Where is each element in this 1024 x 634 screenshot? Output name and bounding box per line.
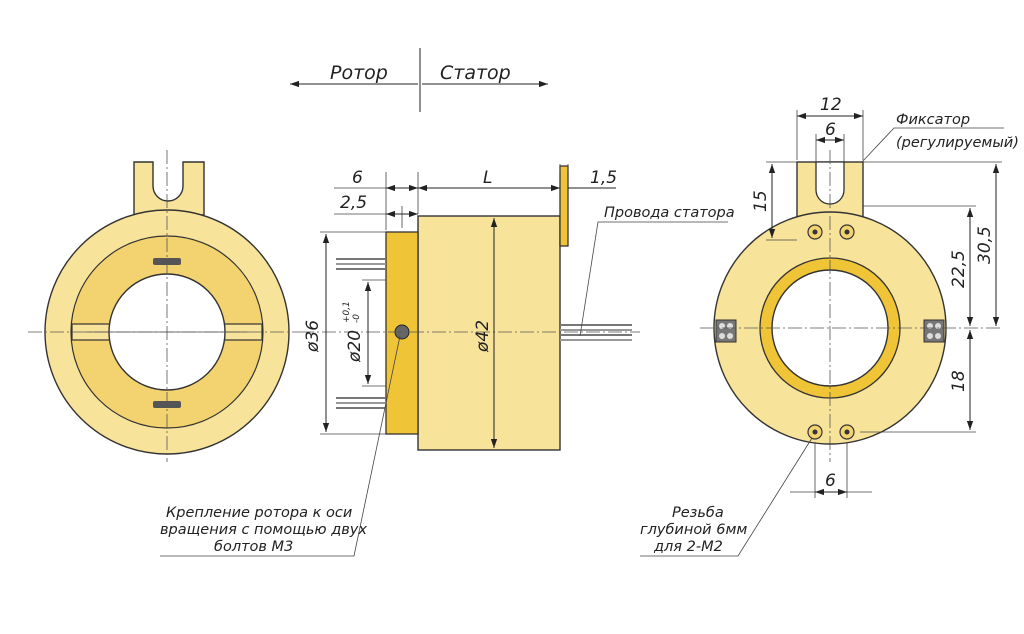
rotor-mount-line3: болтов М3 bbox=[214, 539, 293, 555]
thread-label-line3: для 2-М2 bbox=[653, 539, 723, 555]
dim-42-label: ø42 bbox=[473, 320, 493, 353]
stator-wires bbox=[560, 324, 632, 341]
fixator-label-line2: (регулируемый) bbox=[896, 135, 1019, 151]
dim-1-5-label: 1,5 bbox=[590, 168, 617, 188]
stator-wires-label: Провода статора bbox=[604, 205, 735, 221]
right-view-stator: 12 6 Фиксатор (регулируемый) 15 30,5 22,… bbox=[640, 95, 1019, 557]
dim-6b-label: 6 bbox=[825, 471, 836, 491]
thread-label-line2: глубиной 6мм bbox=[640, 522, 747, 538]
right-wire-bundle-right bbox=[923, 319, 945, 343]
rotor-mount-line1: Крепление ротора к оси bbox=[166, 505, 352, 521]
rotor-stator-header: Ротор Статор bbox=[290, 48, 548, 112]
rotor-mount-leader bbox=[160, 335, 401, 557]
dim-20-tol-upper: +0,1 bbox=[342, 301, 352, 323]
fixator-hole-right-center bbox=[844, 229, 850, 235]
dim-6-label: 6 bbox=[352, 168, 363, 188]
dim-20-label: ø20 bbox=[345, 330, 365, 363]
right-wire-bundle-left bbox=[715, 319, 737, 343]
dim-12-label: 12 bbox=[820, 95, 842, 115]
left-view-rotor bbox=[28, 150, 300, 462]
dim-20-tol-lower: -0 bbox=[352, 314, 362, 323]
dim-18-label: 18 bbox=[949, 370, 969, 392]
thread-leader bbox=[640, 437, 813, 557]
dim-6f-label: 6 bbox=[825, 120, 836, 140]
left-fixator-tab bbox=[133, 161, 205, 216]
dim-22-5-label: 22,5 bbox=[949, 250, 969, 288]
fixator-label-line1: Фиксатор bbox=[896, 112, 970, 128]
rotor-label: Ротор bbox=[330, 62, 388, 84]
fixator-hole-left-center bbox=[812, 229, 818, 235]
thread-hole-left-center bbox=[812, 429, 818, 435]
dim-36-label: ø36 bbox=[303, 320, 323, 353]
stator-wires-leader bbox=[579, 221, 728, 337]
thread-label-line1: Резьба bbox=[672, 505, 724, 521]
dim-15-label: 15 bbox=[751, 190, 771, 212]
dim-30-5-label: 30,5 bbox=[975, 226, 995, 264]
fixator-leader bbox=[861, 127, 1004, 163]
dim-2-5-label: 2,5 bbox=[340, 193, 367, 213]
center-view-side: 6 L 1,5 2,5 ø36 ø20 +0,1 -0 ø42 Провода … bbox=[160, 164, 735, 557]
stator-label: Статор bbox=[440, 62, 511, 84]
dim-L-label: L bbox=[483, 168, 492, 188]
stator-fixator-plate bbox=[559, 165, 569, 247]
rotor-mount-line2: вращения с помощью двух bbox=[160, 522, 367, 538]
rotor-wires-top bbox=[336, 258, 386, 270]
rotor-wires-bottom bbox=[336, 397, 386, 409]
thread-hole-right-center bbox=[844, 429, 850, 435]
